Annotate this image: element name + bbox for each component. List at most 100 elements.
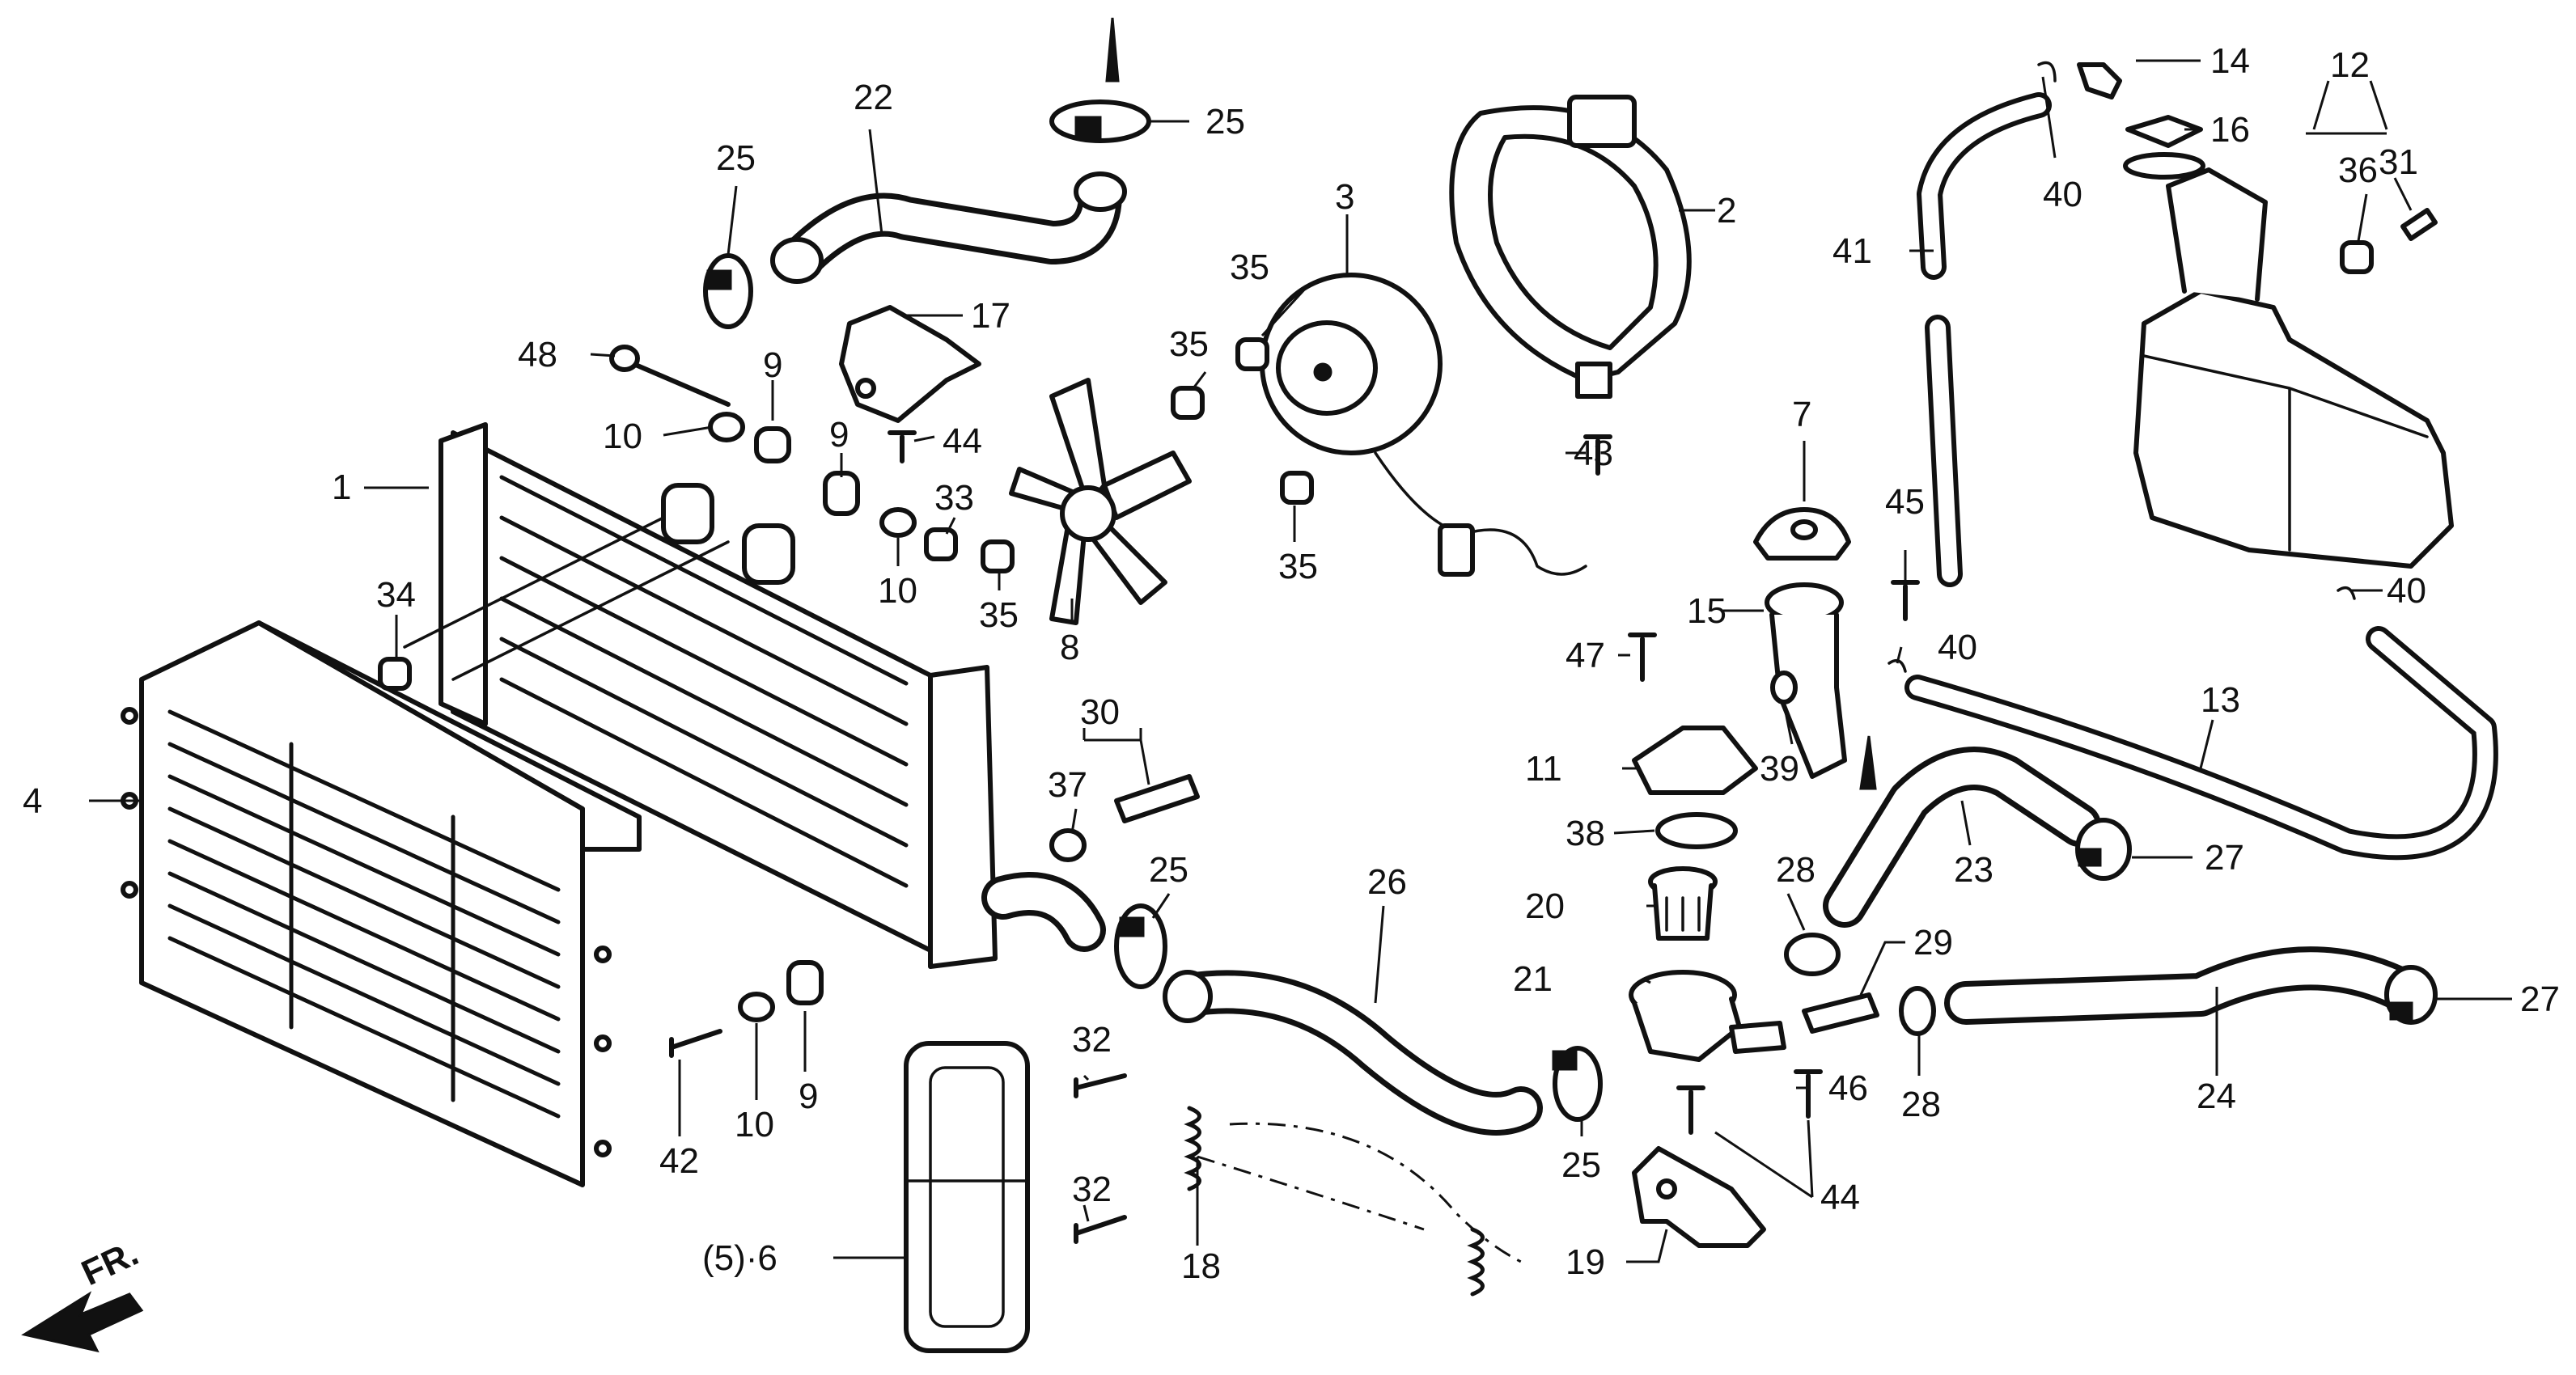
thermostat-housing <box>1629 970 1786 1062</box>
label-27-upper: 27 <box>2205 838 2244 878</box>
label-28-lower: 28 <box>1901 1085 1941 1124</box>
label-29: 29 <box>1913 923 1953 962</box>
label-24: 24 <box>2197 1077 2236 1116</box>
label-35-c: 35 <box>1278 547 1318 586</box>
label-3: 3 <box>1335 177 1354 217</box>
spring-hose <box>1184 1106 1522 1297</box>
label-40-middle: 40 <box>1938 628 1977 667</box>
label-32-upper: 32 <box>1072 1020 1112 1060</box>
bracket-19 <box>1632 1146 1766 1248</box>
clamp-27-upper <box>2075 818 2132 881</box>
fan-shroud <box>1449 95 1692 399</box>
radiator-cap <box>1753 507 1851 561</box>
part-labels: 1 2 3 4 (5)·6 7 8 9 9 9 10 10 10 11 12 1… <box>23 41 2560 1286</box>
label-16: 16 <box>2210 110 2250 150</box>
label-20: 20 <box>1525 886 1565 926</box>
side-cover <box>904 1041 1030 1353</box>
label-9-middle: 9 <box>829 415 849 455</box>
label-23: 23 <box>1954 850 1993 890</box>
radiator-grille <box>121 620 642 1187</box>
label-37: 37 <box>1048 765 1087 805</box>
o-ring-38 <box>1655 812 1738 849</box>
label-45: 45 <box>1885 482 1925 522</box>
label-14: 14 <box>2210 41 2250 81</box>
clamp-25-top <box>1049 99 1151 143</box>
label-12: 12 <box>2330 45 2370 85</box>
label-26: 26 <box>1367 862 1407 902</box>
label-32-lower: 32 <box>1072 1170 1112 1209</box>
label-42: 42 <box>659 1141 699 1181</box>
clamp-25-mid <box>1114 903 1167 989</box>
label-48: 48 <box>518 335 557 374</box>
fan-motor <box>1260 273 1587 577</box>
label-43: 43 <box>1574 434 1613 473</box>
clamp-25-lower <box>1552 1046 1603 1122</box>
label-13: 13 <box>2201 680 2240 720</box>
label-22: 22 <box>854 78 893 117</box>
label-21: 21 <box>1513 959 1553 999</box>
label-47: 47 <box>1566 636 1605 675</box>
label-1: 1 <box>332 468 351 507</box>
label-8: 8 <box>1060 628 1079 667</box>
lower-hose <box>1163 970 1543 1136</box>
label-40-top: 40 <box>2043 175 2082 214</box>
clamp-25-left <box>703 253 753 329</box>
label-9-upper: 9 <box>763 345 782 385</box>
label-39: 39 <box>1760 749 1799 789</box>
label-17: 17 <box>971 296 1010 336</box>
tube-41 <box>1917 92 2052 587</box>
thermostat <box>1648 866 1718 941</box>
label-36: 36 <box>2338 150 2378 190</box>
label-25-middle: 25 <box>1149 850 1188 890</box>
direction-arrows <box>1105 17 1877 790</box>
leader-lines <box>89 59 2512 1263</box>
bracket-17 <box>839 305 981 423</box>
label-5-6: (5)·6 <box>702 1238 777 1278</box>
fan-blade <box>1009 378 1192 625</box>
label-15: 15 <box>1687 591 1727 631</box>
label-10-middle: 10 <box>878 571 917 611</box>
radiator-core <box>403 422 1106 969</box>
label-34: 34 <box>376 575 416 615</box>
label-40-right: 40 <box>2387 571 2426 611</box>
label-38: 38 <box>1566 814 1605 853</box>
label-44-lower: 44 <box>1820 1178 1860 1217</box>
label-28-upper: 28 <box>1776 850 1815 890</box>
upper-hose <box>770 171 1127 284</box>
filler-neck <box>1765 582 1847 779</box>
hose-23 <box>1823 747 2101 928</box>
label-27-lower: 27 <box>2520 979 2560 1019</box>
front-label: FR. <box>76 1233 145 1293</box>
label-41: 41 <box>1832 231 1872 271</box>
label-46: 46 <box>1828 1068 1868 1108</box>
hardware <box>378 61 2438 1244</box>
label-18: 18 <box>1181 1246 1221 1286</box>
label-35-a: 35 <box>1230 248 1269 287</box>
reserve-tank <box>2123 152 2454 569</box>
label-19: 19 <box>1566 1242 1605 1282</box>
label-30: 30 <box>1080 692 1120 732</box>
label-4: 4 <box>23 781 42 821</box>
label-31: 31 <box>2379 142 2418 182</box>
clamp-28-lower <box>1899 986 1936 1036</box>
label-25-top: 25 <box>1205 102 1245 142</box>
label-33: 33 <box>934 478 974 518</box>
thermostat-cover <box>1632 726 1758 795</box>
label-25-left: 25 <box>716 138 756 178</box>
clamp-28-upper <box>1784 933 1841 976</box>
label-11: 11 <box>1525 749 1562 789</box>
label-35-d: 35 <box>979 595 1019 635</box>
label-25-lower: 25 <box>1561 1145 1601 1185</box>
label-7: 7 <box>1792 395 1811 434</box>
hose-24 <box>1944 946 2417 1025</box>
label-44-upper: 44 <box>943 421 982 461</box>
label-9-lower: 9 <box>799 1077 818 1116</box>
clamp-27-lower <box>2384 965 2438 1025</box>
front-direction-indicator: FR. <box>21 1233 145 1353</box>
tube-13 <box>1904 626 2498 861</box>
label-2: 2 <box>1717 191 1736 231</box>
label-10-lower: 10 <box>735 1105 774 1144</box>
label-10-upper: 10 <box>603 417 642 456</box>
label-35-b: 35 <box>1169 324 1209 364</box>
